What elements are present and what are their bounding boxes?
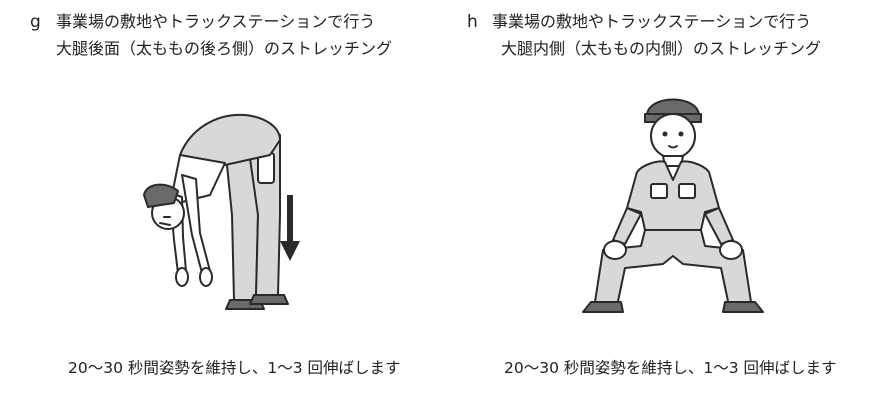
panel-caption: 20～30 秒間姿勢を維持し、1～3 回伸ばします — [68, 359, 401, 377]
panel-title-line2: 大腿内側（太ももの内側）のストレッチング — [501, 39, 822, 58]
panel-letter: h — [467, 12, 478, 32]
hamstring-stretch-illustration — [143, 113, 289, 310]
panel-letter: g — [30, 12, 41, 32]
stretch-panel-g: g 事業場の敷地やトラックステーションで行う 大腿後面（太ももの後ろ側）のストレ… — [30, 12, 401, 377]
inner-thigh-stretch-illustration — [582, 98, 764, 313]
panel-title-line1: 事業場の敷地やトラックステーションで行う — [492, 12, 812, 31]
stretch-panel-h: h 事業場の敷地やトラックステーションで行う 大腿内側（太ももの内側）のストレッ… — [443, 0, 886, 402]
panel-title-line1: 事業場の敷地やトラックステーションで行う — [56, 12, 376, 31]
down-arrow-icon — [280, 195, 300, 261]
panel-title-line2: 大腿後面（太ももの後ろ側）のストレッチング — [56, 39, 393, 58]
panel-caption: 20～30 秒間姿勢を維持し、1～3 回伸ばします — [504, 359, 837, 377]
